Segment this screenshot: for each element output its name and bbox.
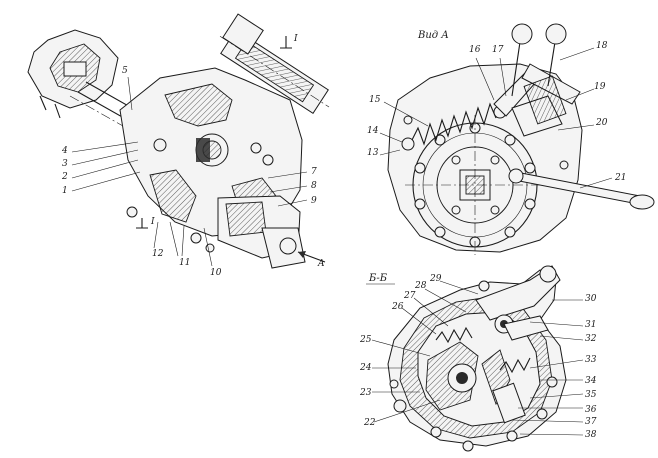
- callout-label: 9: [311, 196, 317, 206]
- callout-label: 35: [585, 390, 597, 400]
- callout-label: 7: [311, 167, 317, 177]
- callout-label: 22: [363, 418, 376, 428]
- callout-label: 2: [61, 172, 68, 182]
- callout-label: 1: [62, 186, 68, 196]
- callout-label: 24: [359, 363, 372, 373]
- callout-label: 28: [414, 281, 427, 291]
- callout-label: 14: [367, 126, 379, 136]
- callout-label: 3: [62, 159, 68, 169]
- callout-label: 19: [594, 82, 606, 92]
- callout-label: 33: [585, 355, 597, 365]
- section-b-b: [371, 265, 584, 452]
- callout-label: 5: [122, 66, 128, 76]
- view-a: [379, 23, 655, 255]
- callout-label: 11: [179, 258, 190, 268]
- view-a-title: Вид А: [417, 30, 449, 41]
- callout-label: 26: [391, 302, 404, 312]
- callout-label: 18: [596, 41, 608, 51]
- callout-label: 8: [311, 181, 317, 191]
- callout-label: 29: [429, 274, 442, 284]
- main-section-view: [27, 13, 330, 269]
- callout-label: 12: [152, 249, 164, 259]
- callout-label: 27: [403, 291, 416, 301]
- callout-label: 17: [492, 45, 504, 55]
- callout-label: I: [293, 34, 298, 44]
- callout-label: I: [150, 217, 155, 227]
- callout-label: 23: [359, 388, 372, 398]
- callout-label: 34: [585, 376, 597, 386]
- callout-label: 36: [585, 405, 597, 415]
- callout-label: 16: [469, 45, 481, 55]
- section-b-b-title: Б-Б: [368, 273, 388, 284]
- callout-label: 32: [585, 334, 597, 344]
- callout-label: 13: [367, 148, 379, 158]
- callout-label: 21: [614, 173, 626, 183]
- callout-label: 31: [585, 320, 596, 330]
- callout-label: 20: [595, 118, 608, 128]
- callout-label: 15: [369, 95, 381, 105]
- callout-label: 30: [585, 294, 597, 304]
- callout-label: 10: [210, 268, 222, 278]
- view-a-callouts: 13 14 15 16 17 18 19 20 21: [367, 41, 626, 183]
- callout-label: A: [317, 259, 325, 269]
- callout-label: 25: [359, 335, 372, 345]
- callout-label: 4: [61, 146, 68, 156]
- callout-label: 37: [585, 417, 597, 427]
- callout-label: 38: [585, 430, 597, 440]
